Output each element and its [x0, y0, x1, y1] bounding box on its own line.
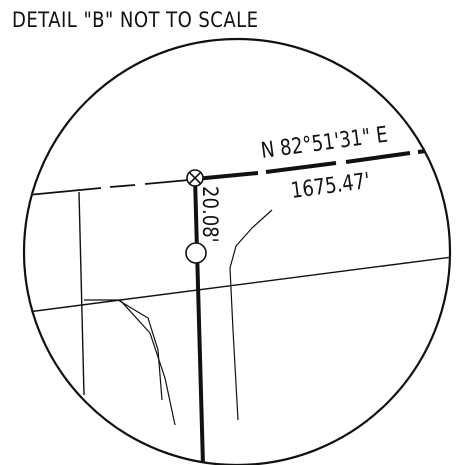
offset-label: 20.08' — [198, 186, 223, 243]
road-line-3 — [229, 209, 273, 421]
monument-symbol — [186, 169, 204, 187]
parcel-line-left — [78, 191, 85, 396]
detail-title: DETAIL "B" NOT TO SCALE — [12, 8, 259, 32]
boundary-line-east — [194, 146, 450, 181]
parcel-line-lower — [24, 255, 450, 314]
detail-circle — [22, 37, 452, 465]
survey-point-circle — [185, 242, 207, 264]
boundary-line-west — [27, 179, 190, 196]
road-line-1 — [84, 299, 176, 426]
road-line-2 — [117, 299, 163, 401]
vertical-boundary-line — [193, 177, 205, 465]
distance-label: 1675.47' — [289, 167, 371, 203]
